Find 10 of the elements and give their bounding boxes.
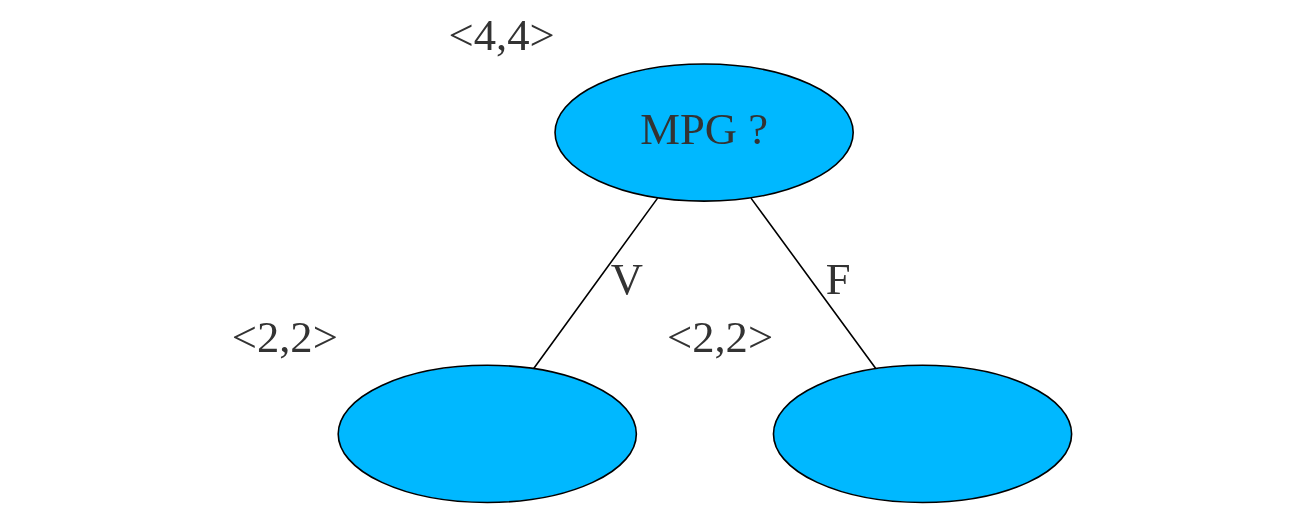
edge-label: V xyxy=(610,254,643,305)
node-ellipse xyxy=(336,364,637,504)
connector xyxy=(532,197,658,370)
node-label: <2,2> xyxy=(231,311,338,362)
node-label: <4,4> xyxy=(448,10,555,61)
node-ellipse: MPG ? xyxy=(553,63,854,202)
connector xyxy=(749,197,877,370)
edge-label: F xyxy=(825,254,850,305)
node-label: <2,2> xyxy=(666,311,773,362)
node-ellipse xyxy=(772,364,1072,504)
